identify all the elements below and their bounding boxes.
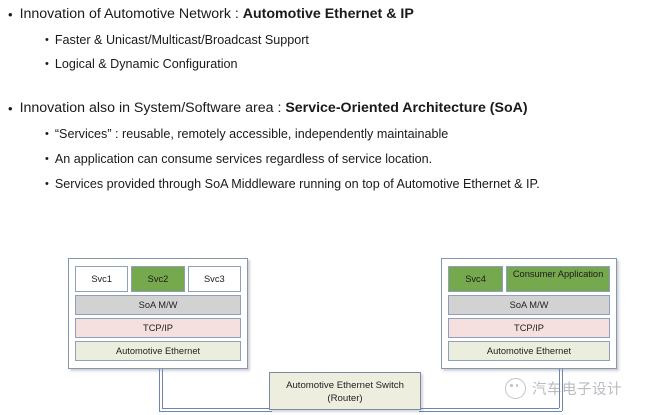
slide-bullet-list: • Innovation of Automotive Network : Aut… — [0, 0, 671, 191]
watermark-text: 汽车电子设计 — [532, 382, 622, 398]
bullet-text-4-bold: Service-Oriented Architecture (SoA) — [285, 100, 528, 117]
service-row-left: Svc1 Svc2 Svc3 — [75, 266, 241, 292]
bullet-marker-icon: • — [45, 177, 49, 190]
bullet-text-1: Innovation of Automotive Network : Autom… — [19, 6, 671, 23]
bullet-marker-icon: • — [45, 127, 49, 140]
layer-tcpip-left: TCP/IP — [75, 318, 241, 338]
bullet-text-4-plain: Innovation also in System/Software area … — [19, 100, 286, 117]
connector-left-horizontal-a — [159, 411, 272, 412]
bullet-item-6: • An application can consume services re… — [0, 151, 671, 167]
bullet-text-2: Faster & Unicast/Multicast/Broadcast Sup… — [54, 32, 309, 47]
connector-left-horizontal-b — [162, 408, 272, 409]
switch-label-line1: Automotive Ethernet Switch — [286, 380, 404, 391]
bullet-item-2: • Faster & Unicast/Multicast/Broadcast S… — [0, 32, 671, 48]
layer-tcpip-right: TCP/IP — [448, 318, 610, 338]
service-box-consumer-application: Consumer Application — [506, 266, 610, 292]
bullet-text-1-bold: Automotive Ethernet & IP — [242, 6, 414, 22]
service-box-svc3: Svc3 — [187, 266, 241, 292]
bullet-item-7: • Services provided through SoA Middlewa… — [0, 176, 671, 192]
layer-ethernet-left: Automotive Ethernet — [75, 341, 241, 361]
wechat-icon — [505, 378, 526, 399]
connector-left-vertical-b — [162, 369, 163, 408]
bullet-item-4: • Innovation also in System/Software are… — [0, 100, 671, 117]
automotive-ethernet-switch-box: Automotive Ethernet Switch (Router) — [269, 372, 421, 410]
connector-right-horizontal-a — [419, 408, 559, 409]
bullet-text-7: Services provided through SoA Middleware… — [54, 176, 540, 191]
bullet-group-spacer — [0, 72, 671, 94]
bullet-marker-icon: • — [8, 101, 13, 117]
connector-right-vertical-b — [562, 369, 563, 411]
architecture-diagram: Svc1 Svc2 Svc3 SoA M/W TCP/IP Automotive… — [0, 245, 671, 415]
bullet-text-5: “Services” : reusable, remotely accessib… — [54, 126, 449, 141]
layer-ethernet-right: Automotive Ethernet — [448, 341, 610, 361]
bullet-marker-icon: • — [45, 152, 49, 165]
service-box-svc1: Svc1 — [75, 266, 129, 292]
watermark: 汽车电子设计 — [505, 378, 622, 399]
switch-label-line2: (Router) — [327, 393, 363, 404]
bullet-marker-icon: • — [8, 7, 13, 22]
layer-soa-mw-right: SoA M/W — [448, 295, 610, 315]
layer-soa-mw-left: SoA M/W — [75, 295, 241, 315]
bullet-text-3: Logical & Dynamic Configuration — [54, 57, 238, 72]
bullet-text-6: An application can consume services rega… — [54, 151, 433, 166]
connector-right-vertical-a — [559, 369, 560, 408]
service-box-svc4: Svc4 — [448, 266, 504, 292]
bullet-item-3: • Logical & Dynamic Configuration — [0, 58, 671, 72]
service-row-right: Svc4 Consumer Application — [448, 266, 610, 292]
bullet-marker-icon: • — [45, 58, 49, 71]
connector-left-vertical-a — [159, 369, 160, 411]
bullet-marker-icon: • — [45, 33, 49, 46]
bullet-text-1-plain: Innovation of Automotive Network : — [19, 6, 243, 22]
ecu-box-left: Svc1 Svc2 Svc3 SoA M/W TCP/IP Automotive… — [68, 258, 248, 369]
ecu-box-right: Svc4 Consumer Application SoA M/W TCP/IP… — [441, 258, 617, 369]
service-box-svc2: Svc2 — [131, 266, 185, 292]
connector-right-horizontal-b — [419, 411, 562, 412]
bullet-item-1: • Innovation of Automotive Network : Aut… — [0, 6, 671, 23]
bullet-item-5: • “Services” : reusable, remotely access… — [0, 126, 671, 142]
bullet-text-4: Innovation also in System/Software area … — [19, 100, 671, 117]
